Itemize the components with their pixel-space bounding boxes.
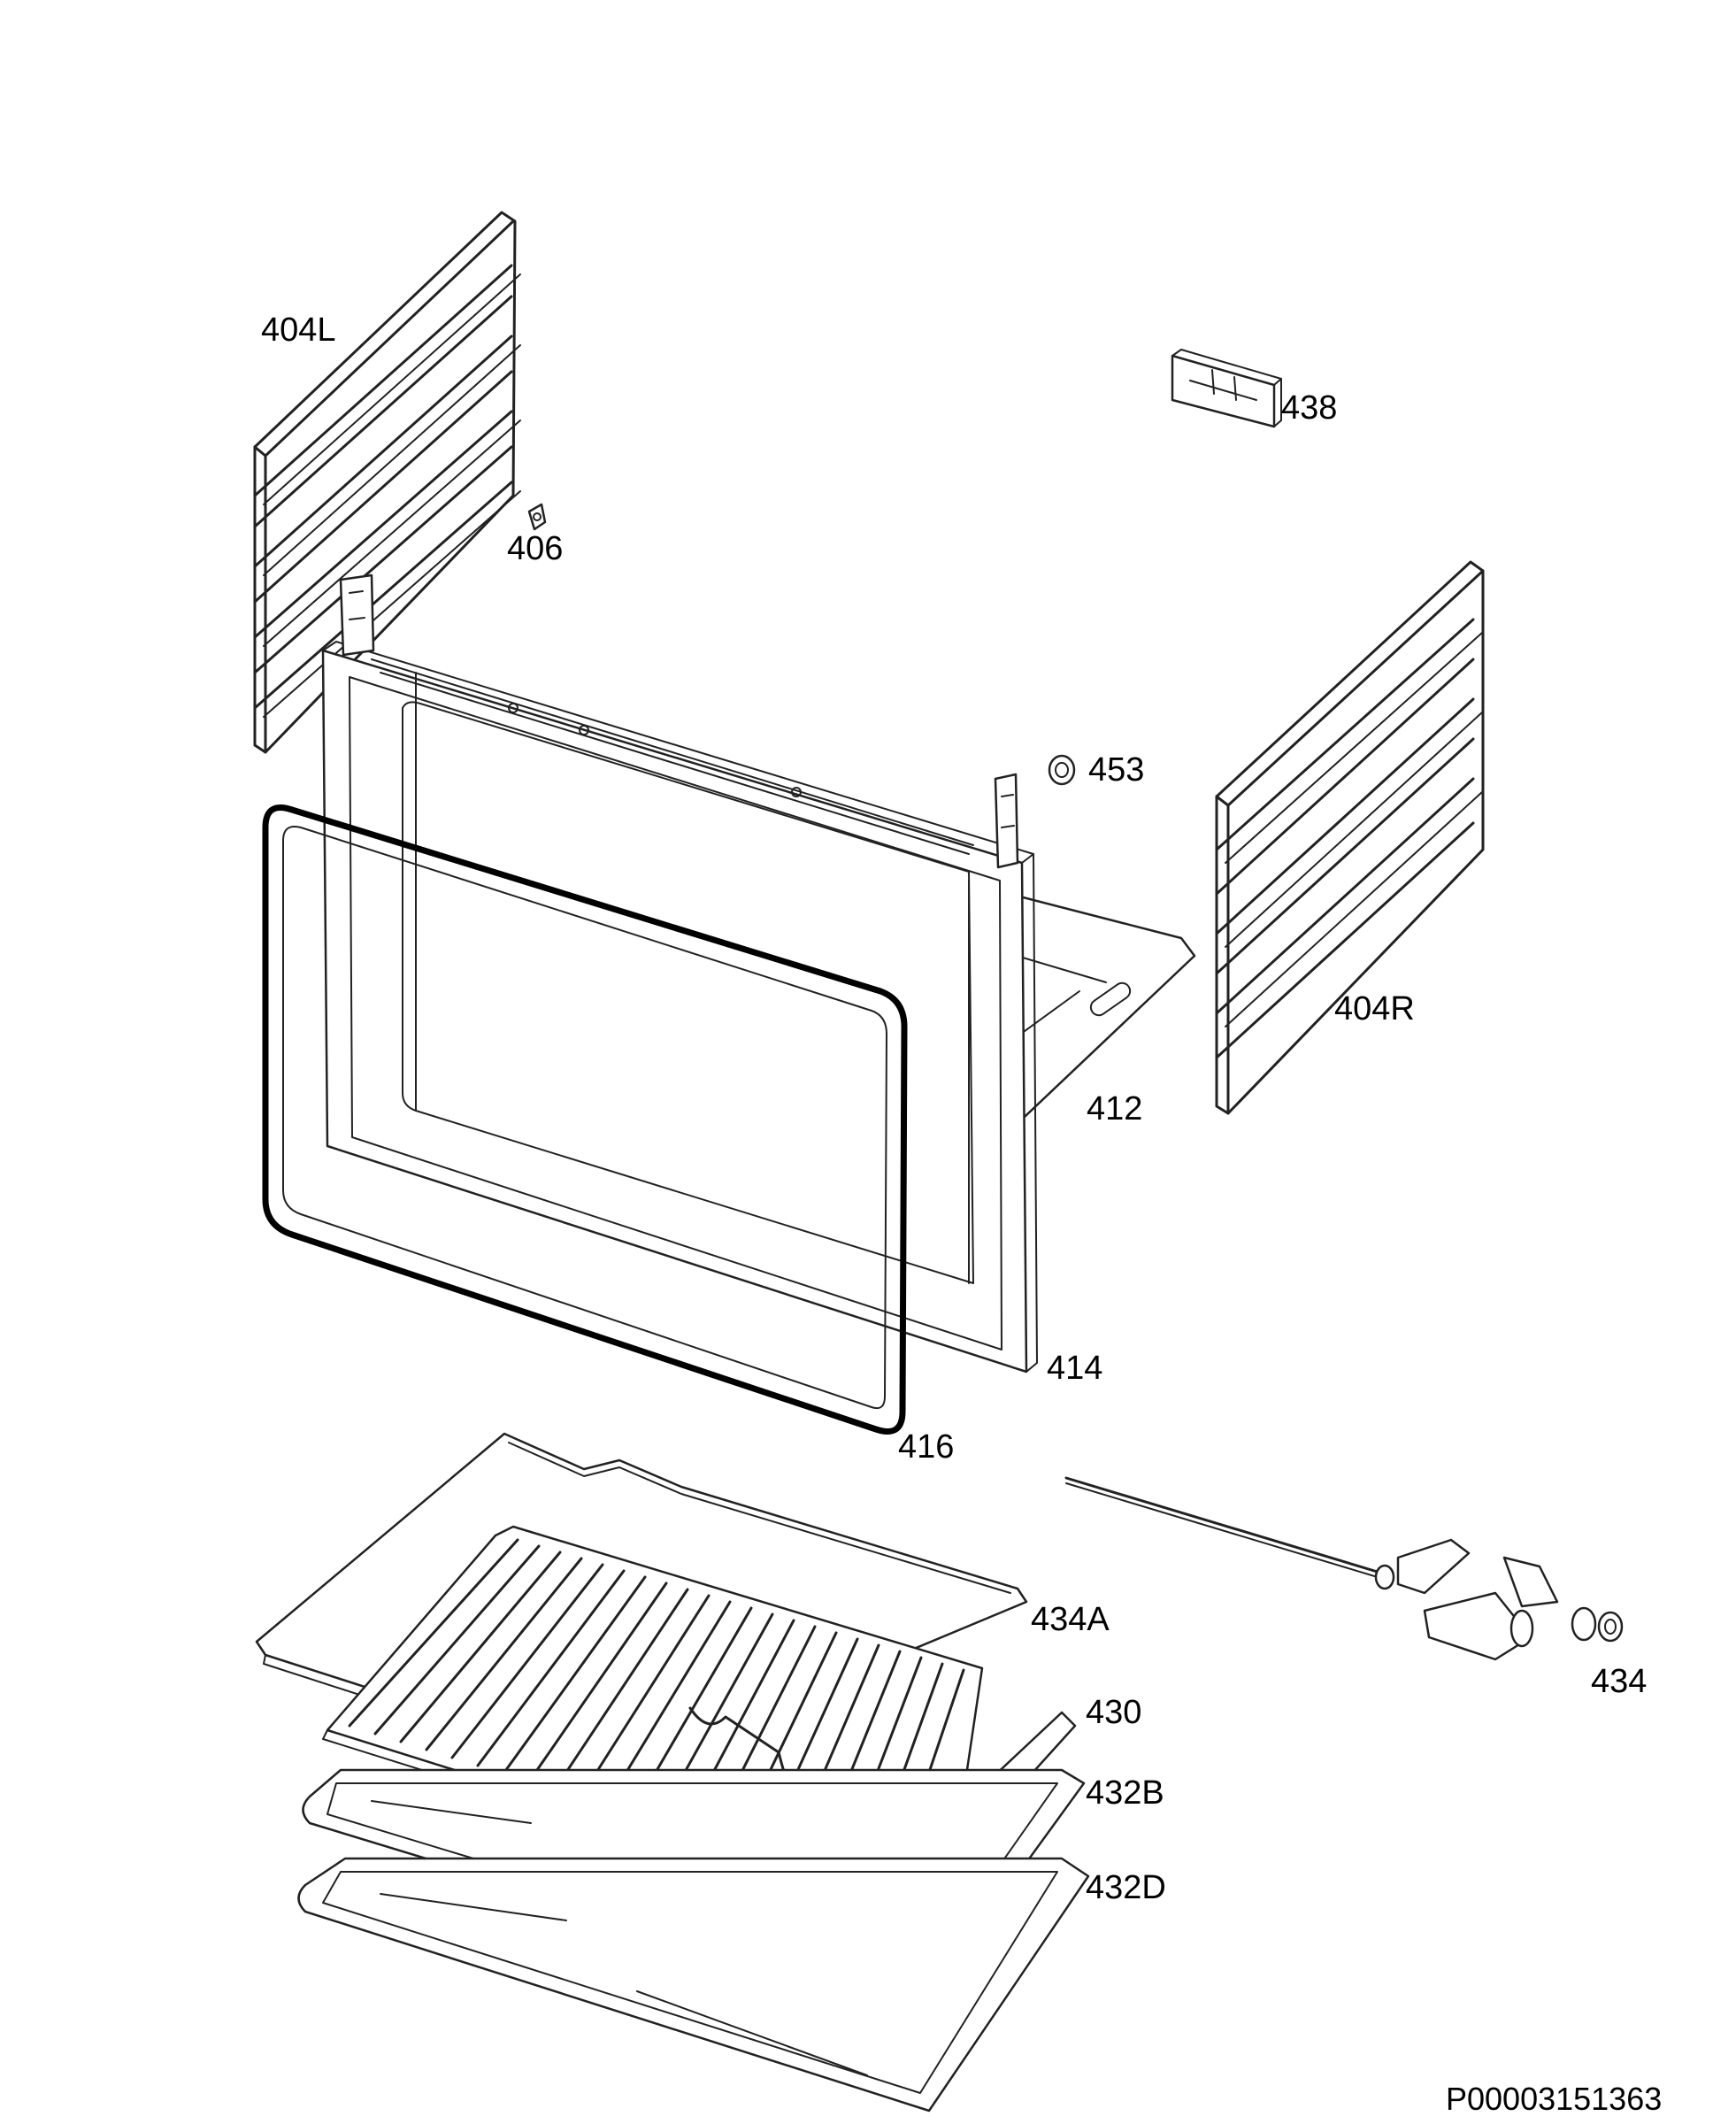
clip-406 [527, 503, 547, 531]
document-id: P00003151363 [1446, 2081, 1662, 2117]
label-406: 406 [507, 530, 563, 567]
label-416: 416 [898, 1428, 954, 1466]
label-434a: 434A [1031, 1601, 1110, 1638]
tray-432d [297, 1857, 1090, 2112]
grill-bar [450, 1563, 604, 1759]
door-frame-414 [321, 573, 1038, 1374]
door-seal-416 [262, 804, 908, 1435]
grill-bar [527, 1581, 668, 1783]
part-labels: 404L 406 438 453 404R 412 414 416 434A 4… [261, 312, 1662, 2117]
label-430: 430 [1086, 1694, 1141, 1731]
grill-bar [373, 1544, 541, 1735]
grill-bar [348, 1538, 519, 1728]
grommet-453 [1048, 754, 1076, 786]
label-432b: 432B [1086, 1774, 1164, 1812]
grill-bar [553, 1588, 689, 1791]
label-432d: 432D [1086, 1869, 1166, 1906]
label-404r: 404R [1334, 990, 1415, 1027]
label-434: 434 [1591, 1663, 1647, 1700]
label-412: 412 [1087, 1090, 1142, 1127]
grill-bar [399, 1551, 562, 1743]
grill-bar [476, 1569, 626, 1767]
grill-bar [425, 1557, 583, 1751]
label-404l: 404L [261, 312, 336, 349]
grill-bar [579, 1594, 711, 1799]
label-438: 438 [1281, 389, 1337, 427]
rack-right-404r [1215, 560, 1485, 1115]
rotisserie-434 [1064, 1476, 1624, 1661]
label-414: 414 [1047, 1350, 1102, 1387]
label-453: 453 [1088, 751, 1144, 789]
rack-left-404l [253, 211, 521, 754]
bracket-438 [1171, 349, 1282, 428]
grill-bar [502, 1575, 647, 1775]
